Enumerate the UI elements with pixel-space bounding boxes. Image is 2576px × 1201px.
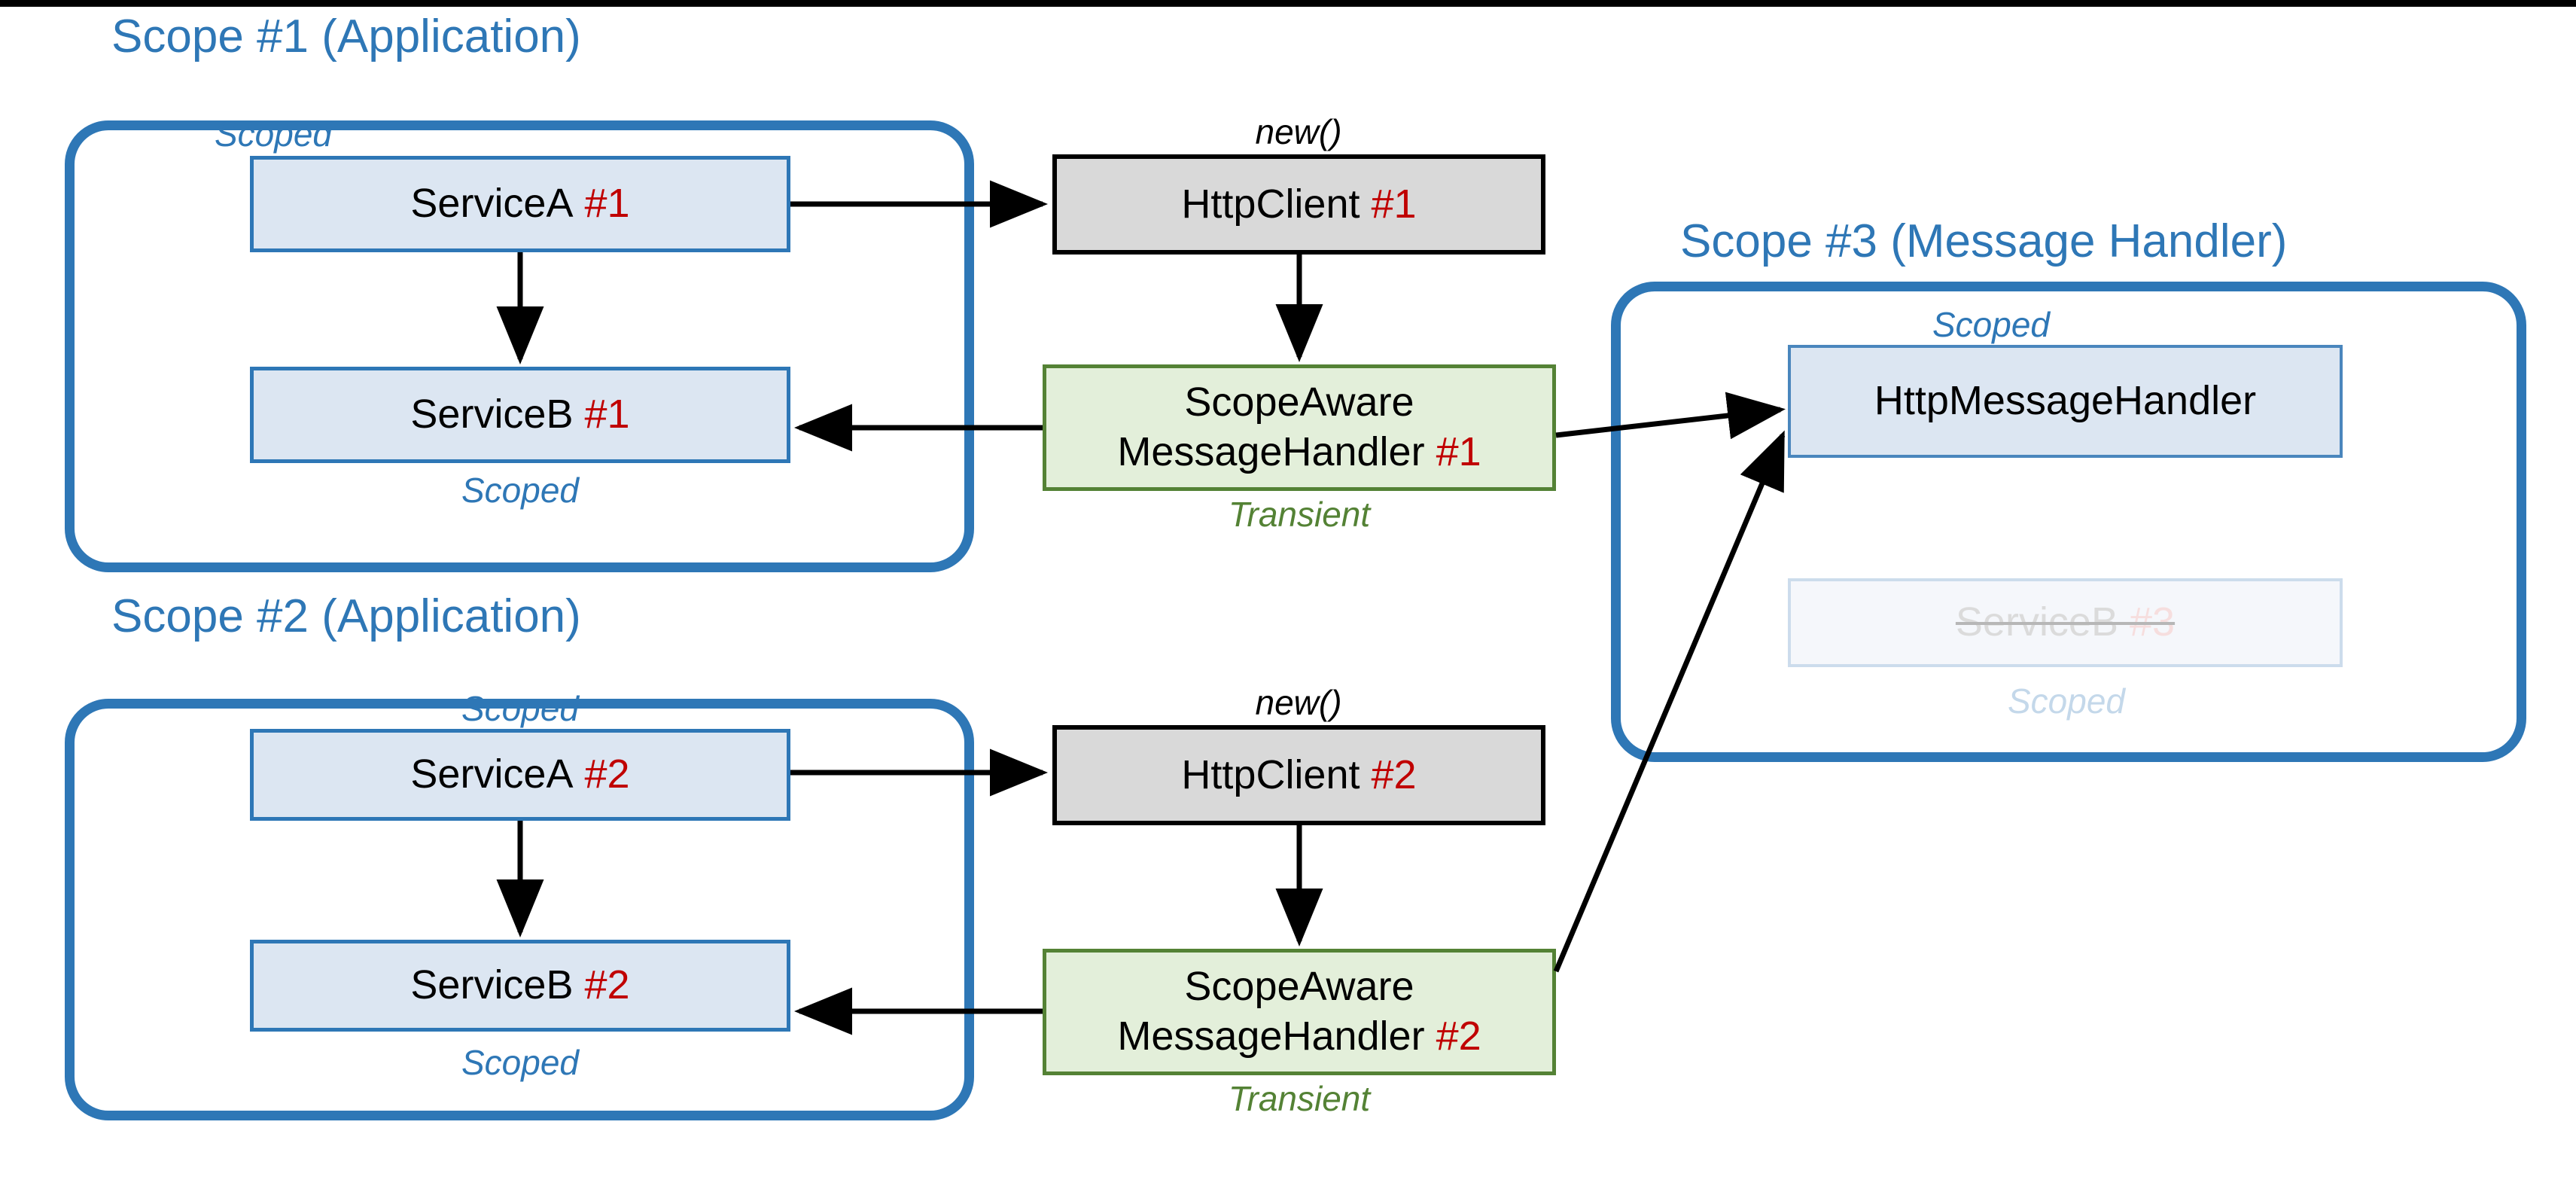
node-serviceB-1[interactable]: ServiceB #1 — [250, 367, 790, 463]
handler2-number: #2 — [1436, 1014, 1481, 1059]
httpMessageHandler-name: HttpMessageHandler — [1874, 378, 2257, 424]
scope2-title: Scope #2 (Application) — [111, 590, 581, 642]
handler2-name-line1: ScopeAware — [1184, 964, 1414, 1010]
serviceB1-number: #1 — [584, 392, 630, 437]
node-scopeaware-messagehandler-1[interactable]: ScopeAware MessageHandler #1 — [1043, 364, 1556, 491]
serviceB1-name: ServiceB — [410, 392, 574, 437]
node-httpClient-2[interactable]: HttpClient #2 — [1052, 725, 1545, 825]
top-black-bar — [0, 0, 2576, 7]
serviceB1-lifetime-caption: Scoped — [461, 471, 579, 510]
node-serviceA-2[interactable]: ServiceA #2 — [250, 729, 790, 821]
node-scopeaware-messagehandler-2[interactable]: ScopeAware MessageHandler #2 — [1043, 949, 1556, 1075]
handler1-name-line1: ScopeAware — [1184, 380, 1414, 425]
serviceB3-lifetime-caption: Scoped — [2007, 681, 2125, 721]
httpClient1-number: #1 — [1371, 181, 1417, 227]
httpClient2-number: #2 — [1371, 751, 1417, 797]
scope1-title: Scope #1 (Application) — [111, 11, 581, 62]
scope3-title: Scope #3 (Message Handler) — [1680, 215, 2288, 267]
node-serviceB-2[interactable]: ServiceB #2 — [250, 940, 790, 1032]
httpClient2-lifetime-caption: new() — [1255, 683, 1342, 722]
httpMessageHandler-lifetime-caption: Scoped — [1932, 305, 2050, 344]
serviceB3-number: #3 — [2130, 599, 2176, 645]
node-httpMessageHandler[interactable]: HttpMessageHandler — [1788, 345, 2343, 458]
serviceA1-number: #1 — [584, 181, 630, 227]
scope-container-2 — [65, 699, 974, 1120]
node-serviceB-3[interactable]: ServiceB #3 — [1788, 578, 2343, 667]
node-httpClient-1[interactable]: HttpClient #1 — [1052, 154, 1545, 255]
handler1-lifetime-caption: Transient — [1228, 495, 1371, 534]
serviceB3-name: ServiceB — [1955, 599, 2118, 645]
httpClient1-name: HttpClient — [1181, 181, 1360, 227]
serviceA2-name: ServiceA — [410, 751, 574, 797]
serviceA1-lifetime-caption: Scoped — [214, 114, 332, 154]
serviceA2-number: #2 — [584, 751, 630, 797]
httpClient2-name: HttpClient — [1181, 751, 1360, 797]
serviceB2-name: ServiceB — [410, 962, 574, 1008]
handler1-number: #1 — [1436, 429, 1481, 474]
serviceA1-name: ServiceA — [410, 181, 574, 227]
scope-container-1 — [65, 120, 974, 572]
handler2-lifetime-caption: Transient — [1228, 1079, 1371, 1118]
handler2-name-line2: MessageHandler — [1117, 1014, 1425, 1059]
serviceB2-lifetime-caption: Scoped — [461, 1043, 579, 1082]
httpClient1-lifetime-caption: new() — [1255, 112, 1342, 151]
serviceB2-number: #2 — [584, 962, 630, 1008]
serviceA2-lifetime-caption: Scoped — [461, 689, 579, 728]
node-serviceA-1[interactable]: ServiceA #1 — [250, 156, 790, 252]
handler1-name-line2: MessageHandler — [1117, 429, 1425, 474]
